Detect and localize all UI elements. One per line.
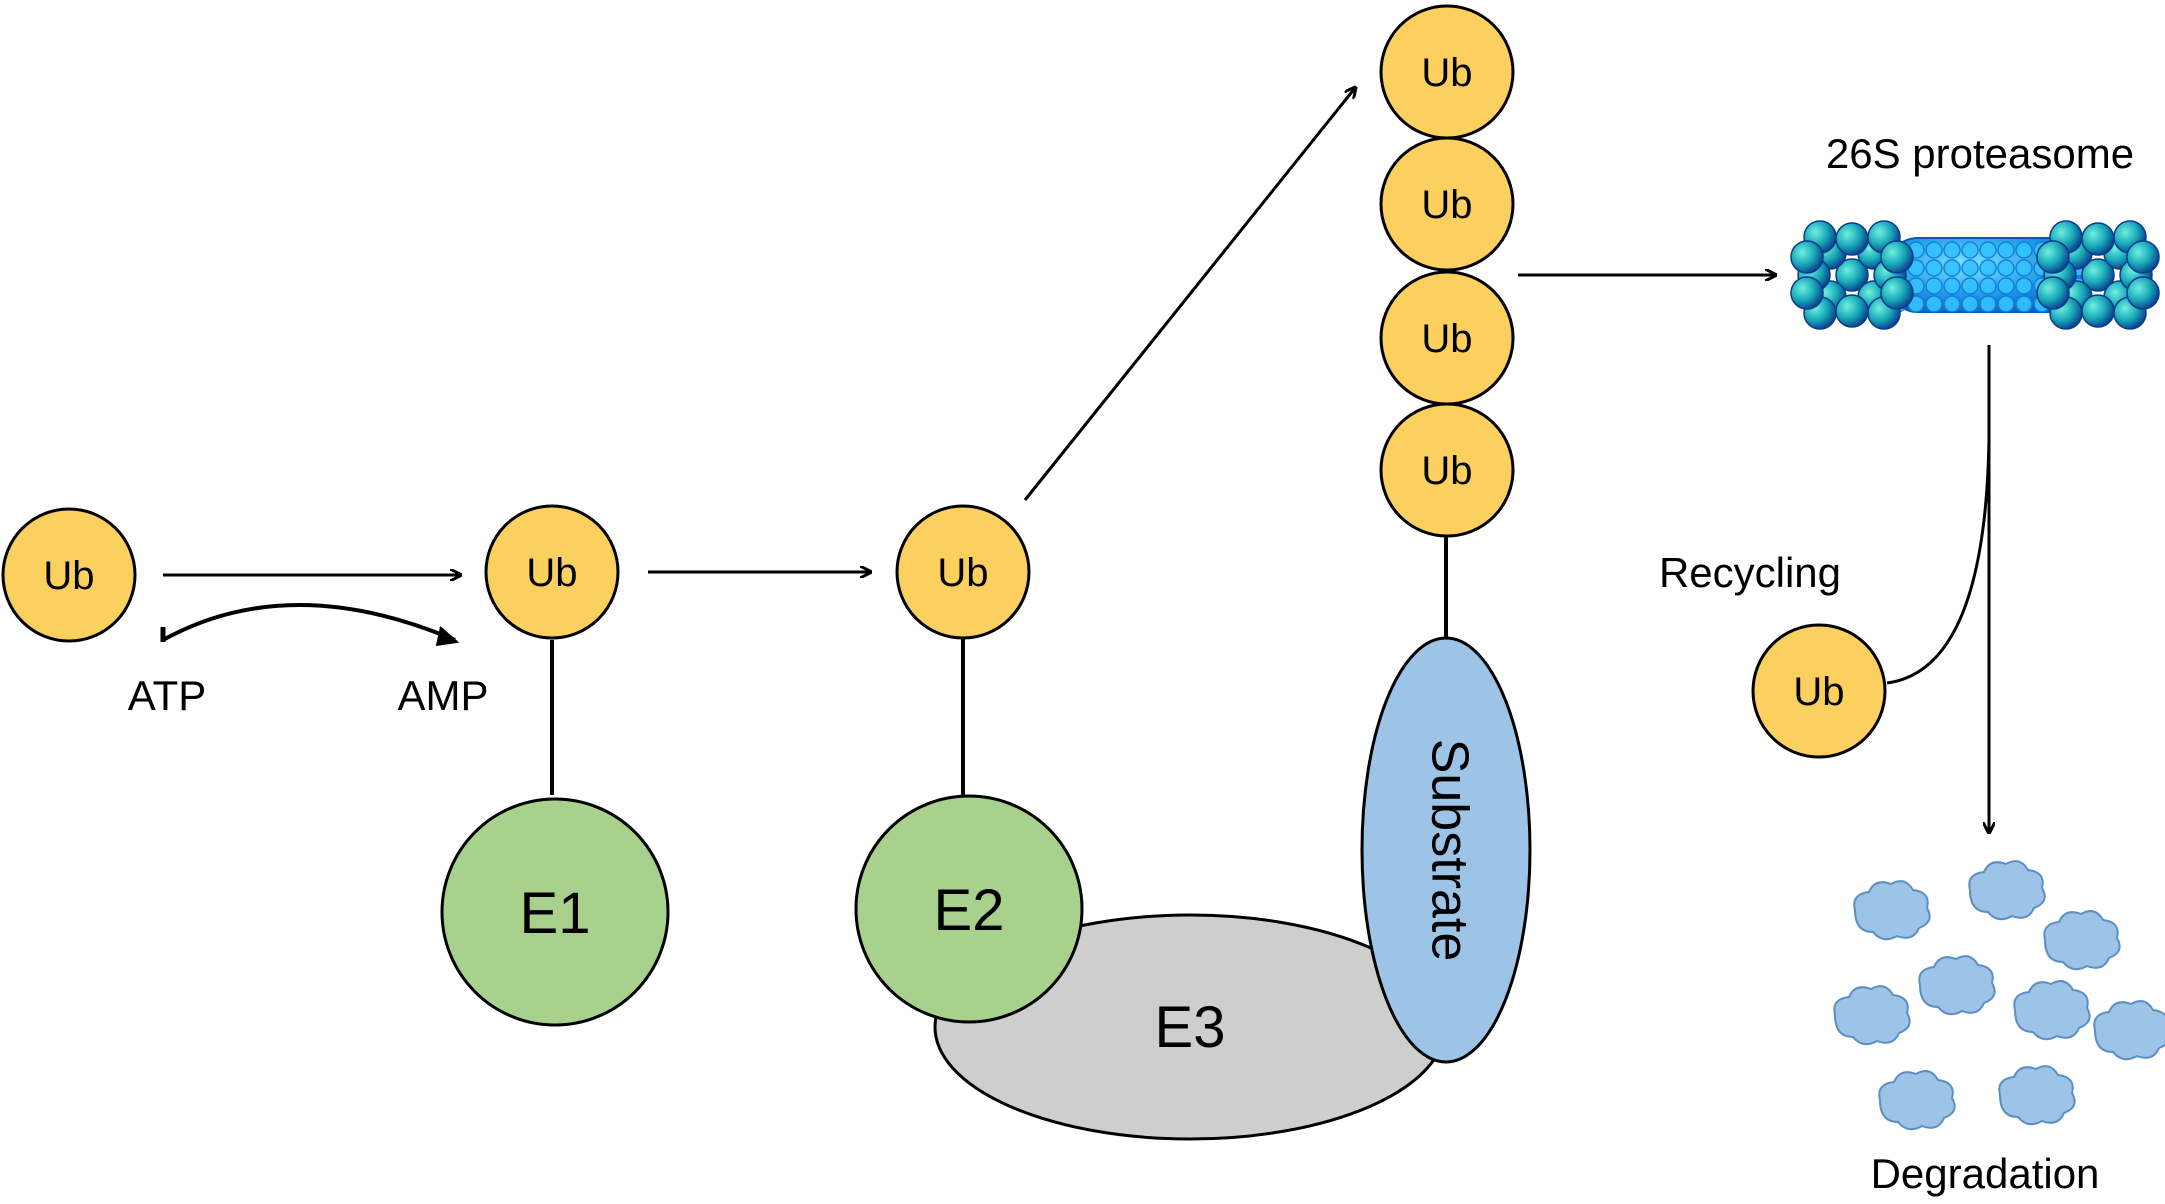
fragment-9	[1998, 1065, 2076, 1126]
e2-complex: Ub E2	[854, 504, 1084, 1024]
polyub-2	[1379, 136, 1515, 272]
free-ubiquitin-label: Ub	[43, 554, 94, 598]
fragment-1	[1853, 880, 1931, 941]
fragment-3	[2043, 910, 2121, 971]
amp-arrowhead	[435, 626, 460, 646]
polyub-label-4: Ub	[1421, 449, 1472, 493]
e1-complex: Ub E1	[440, 504, 670, 1027]
polyubiquitin-chain: Ub Ub Ub Ub	[1379, 4, 1515, 538]
free-ubiquitin: Ub	[1, 507, 137, 643]
proteasome-icon	[1790, 220, 2160, 330]
substrate-complex: Substrate Ub Ub Ub Ub	[1360, 4, 1532, 1064]
fragment-6	[2013, 980, 2091, 1041]
recycled-ubiquitin	[1751, 623, 1887, 759]
fragment-8	[1878, 1070, 1956, 1131]
e1-enzyme	[440, 797, 670, 1027]
arrow-e2-to-polyub	[1023, 88, 1355, 501]
e1-label: E1	[520, 881, 591, 946]
proteasome-right-cap	[2036, 220, 2160, 330]
polyub-label-3: Ub	[1421, 317, 1472, 361]
polyub-4	[1379, 402, 1515, 538]
proteasome-label: 26S proteasome	[1826, 130, 2134, 177]
e1-ubiquitin-label: Ub	[526, 551, 577, 595]
degradation-label: Degradation	[1871, 1150, 2100, 1197]
degradation-fragments	[1833, 860, 2165, 1131]
amp-label: AMP	[397, 672, 488, 719]
recycling-curve	[1886, 439, 1991, 685]
e3-label: E3	[1155, 995, 1226, 1060]
fragment-7	[2093, 1000, 2165, 1061]
polyub-label-2: Ub	[1421, 183, 1472, 227]
e2-ubiquitin-label: Ub	[937, 551, 988, 595]
e1-ubiquitin	[484, 504, 620, 640]
e2-ubiquitin	[895, 504, 1031, 640]
recycling-label: Recycling	[1659, 549, 1841, 596]
substrate-label: Substrate	[1420, 739, 1478, 962]
e2-enzyme	[854, 794, 1084, 1024]
proteasome-left-cap	[1790, 220, 1914, 330]
atp-label: ATP	[128, 672, 207, 719]
fragment-5	[1833, 985, 1911, 1046]
recycled-ubiquitin-label: Ub	[1793, 670, 1844, 714]
substrate	[1360, 636, 1532, 1064]
atp-amp-curve	[162, 603, 456, 642]
fragment-4	[1918, 955, 1996, 1016]
polyub-label-1: Ub	[1421, 51, 1472, 95]
e2-label: E2	[934, 878, 1005, 943]
fragment-2	[1968, 860, 2046, 921]
